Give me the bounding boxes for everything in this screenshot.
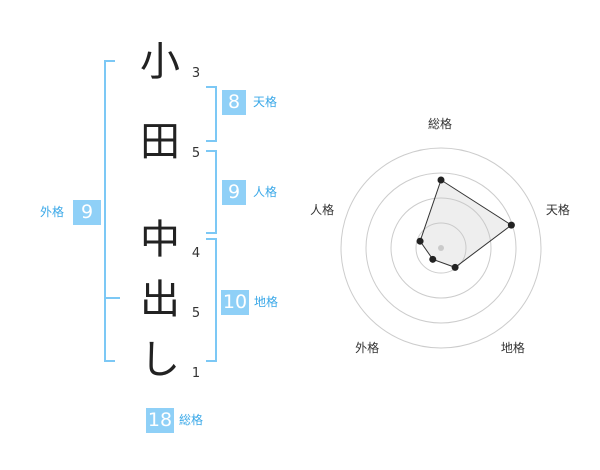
jinkaku-label: 人格 [253,185,278,199]
name-char-5: し [140,337,180,383]
radar-center-dot [438,245,444,251]
radar-point-2 [507,221,515,229]
radar-axis-label-1: 総格 [428,117,453,131]
gaikaku-value-badge: 9 [73,200,101,225]
name-char-4: 出 [140,277,180,323]
stroke-count-5: 1 [191,366,201,381]
radar-point-4 [429,255,437,263]
stroke-count-3: 4 [191,246,201,261]
stroke-count-4: 5 [191,306,201,321]
radar-point-3 [451,263,459,271]
radar-grid-ring [365,172,517,324]
stroke-count-1: 3 [191,66,201,81]
jinkaku-value-badge: 9 [222,180,246,205]
jinkaku-bracket [206,150,217,234]
tenkaku-label: 天格 [253,95,278,109]
radar-series-polygon [419,179,513,268]
gaikaku-label: 外格 [40,205,65,219]
radar-point-1 [437,176,445,184]
chikaku-label: 地格 [254,295,279,309]
soukaku-label: 総格 [179,413,204,427]
chikaku-bracket [206,238,217,362]
soukaku-value-badge: 18 [146,408,174,433]
tenkaku-bracket [206,86,217,142]
stroke-count-2: 5 [191,146,201,161]
radar-point-5 [416,237,424,245]
radar-grid-ring [340,147,542,349]
radar-grid-ring [415,222,467,274]
tenkaku-value-badge: 8 [222,90,246,115]
radar-grid-ring [390,197,492,299]
chikaku-value-badge: 10 [221,290,249,315]
gaikaku-bracket [104,60,115,362]
name-char-1: 小 [140,39,180,85]
radar-axis-label-3: 地格 [500,341,525,356]
radar-axis-label-4: 外格 [355,341,380,356]
radar-axis-label-2: 天格 [545,202,570,217]
radar-axis-label-5: 人格 [310,202,335,217]
name-char-2: 田 [140,119,180,165]
name-char-3: 中 [140,217,180,263]
gaikaku-bracket-divider [106,297,120,299]
